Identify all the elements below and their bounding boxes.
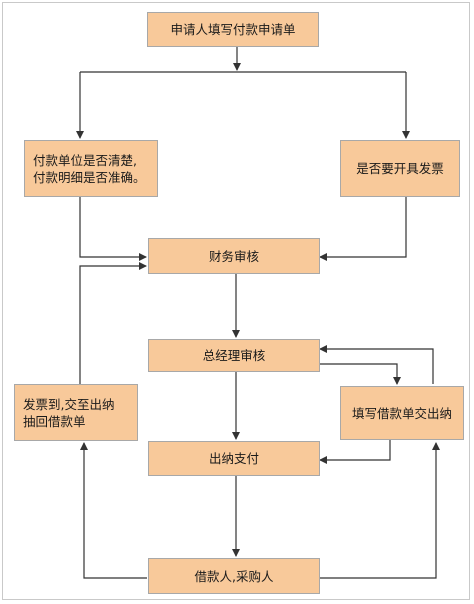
node-fill-loan: 填写借款单交出纳 [340, 386, 464, 440]
arrow-invoice-q-to-finance [319, 197, 407, 261]
arrow-fill-loan-to-cashier [319, 440, 391, 464]
arrow-invoice-return-to-finance [79, 262, 147, 384]
node-gm-review: 总经理审核 [148, 339, 320, 372]
node-cashier-pay: 出纳支付 [148, 441, 320, 476]
node-finance-review-label: 财务审核 [208, 248, 259, 264]
node-apply-label: 申请人填写付款申请单 [170, 22, 296, 37]
node-check-payer-label: 付款单位是否清楚, 付款明细是否准确。 [33, 152, 146, 185]
node-invoice-question: 是否要开具发票 [340, 140, 460, 197]
arrow-borrower-to-invoice-return [80, 442, 147, 579]
node-apply: 申请人填写付款申请单 [147, 12, 319, 47]
node-fill-loan-label: 填写借款单交出纳 [351, 405, 452, 421]
node-check-payer: 付款单位是否清楚, 付款明细是否准确。 [24, 140, 158, 197]
arrow-fill-loan-to-gm [319, 345, 434, 384]
diagram-frame [2, 2, 470, 600]
arrow-check-payer-to-finance [79, 197, 147, 261]
node-invoice-return-label: 发票到,交至出纳 抽回借款单 [23, 396, 115, 429]
node-borrower: 借款人,采购人 [148, 558, 320, 594]
node-invoice-return: 发票到,交至出纳 抽回借款单 [14, 384, 138, 441]
node-finance-review: 财务审核 [148, 238, 320, 274]
arrow-gm-to-fill-loan [320, 363, 401, 385]
node-borrower-label: 借款人,采购人 [194, 568, 274, 584]
node-gm-review-label: 总经理审核 [202, 348, 266, 363]
node-cashier-pay-label: 出纳支付 [208, 451, 259, 466]
node-invoice-question-label: 是否要开具发票 [356, 161, 444, 176]
arrow-borrower-to-fill-loan [320, 442, 440, 579]
